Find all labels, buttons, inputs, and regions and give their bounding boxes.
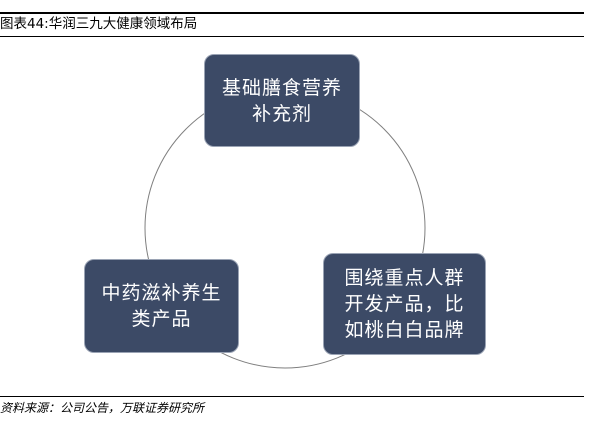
node-dietary-supplements: 基础膳食营养 补充剂	[204, 54, 360, 147]
node-target-population-products: 围绕重点人群 开发产品，比 如桃白白品牌	[323, 253, 486, 355]
title-underline	[0, 36, 584, 37]
node-tcm-nourishing-products-label: 中药滋补养生 类产品	[101, 282, 222, 330]
source-note: 资料来源：公司公告，万联证券研究所	[0, 401, 205, 415]
node-target-population-products-label: 围绕重点人群 开发产品，比 如桃白白品牌	[344, 267, 465, 341]
top-rule	[0, 12, 584, 14]
node-tcm-nourishing-products: 中药滋补养生 类产品	[84, 259, 239, 353]
figure-title: 图表44:华润三九大健康领域布局	[0, 16, 198, 32]
node-dietary-supplements-label: 基础膳食营养 补充剂	[221, 76, 342, 125]
bottom-rule	[0, 396, 584, 397]
